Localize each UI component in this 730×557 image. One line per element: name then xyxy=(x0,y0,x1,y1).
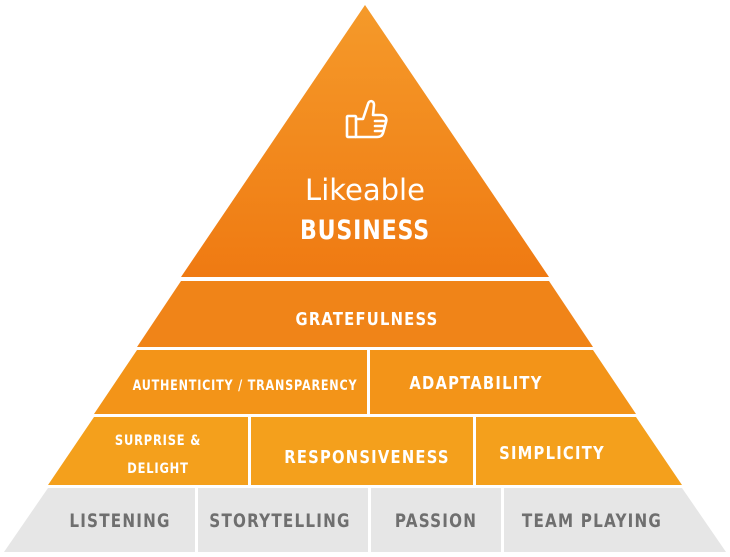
thumbs-up-icon xyxy=(345,99,388,139)
label-adaptability: ADAPTABILITY xyxy=(409,373,542,394)
base-team-playing xyxy=(504,488,726,552)
label-storytelling: STORYTELLING xyxy=(209,510,350,532)
apex-title-business: BUSINESS xyxy=(300,214,430,246)
apex-title-likeable: Likeable xyxy=(305,173,425,207)
label-listening: LISTENING xyxy=(69,510,170,532)
label-team-playing: TEAM PLAYING xyxy=(522,510,662,532)
label-surprise: SURPRISE & xyxy=(115,433,201,449)
tier-authenticity xyxy=(94,350,367,414)
base-storytelling xyxy=(198,488,368,552)
base-passion xyxy=(371,488,501,552)
tier-adaptability xyxy=(370,350,636,414)
label-delight: DELIGHT xyxy=(127,461,189,477)
tier-surprise-delight xyxy=(48,417,248,485)
tier-simplicity xyxy=(476,417,682,485)
label-responsiveness: RESPONSIVENESS xyxy=(284,447,449,468)
label-simplicity: SIMPLICITY xyxy=(499,443,605,464)
label-authenticity-transparency: AUTHENTICITY / TRANSPARENCY xyxy=(133,377,358,394)
base-listening xyxy=(4,488,195,552)
label-passion: PASSION xyxy=(395,510,477,532)
label-gratefulness: GRATEFULNESS xyxy=(296,309,439,330)
tier-gratefulness xyxy=(137,281,593,347)
tier-responsiveness xyxy=(251,417,473,485)
pyramid-apex xyxy=(181,5,549,277)
